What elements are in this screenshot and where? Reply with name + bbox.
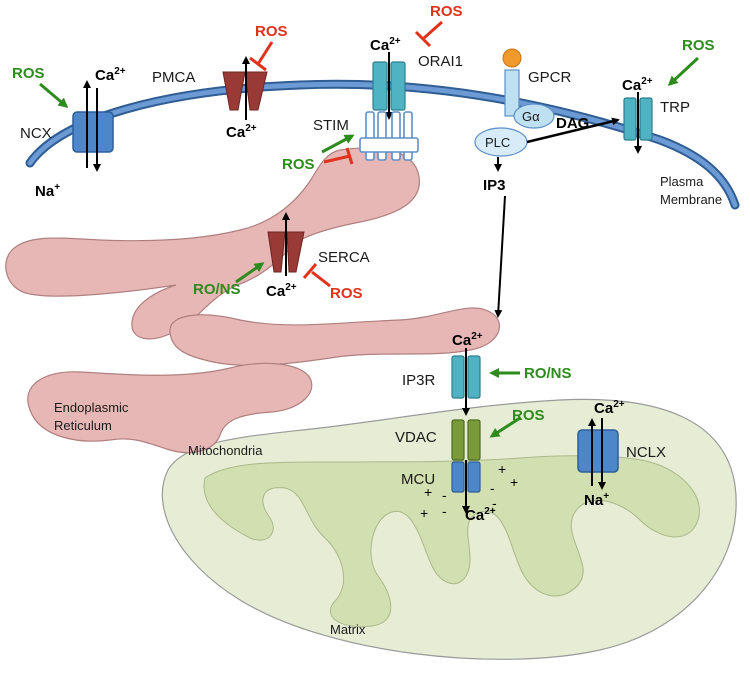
endoplasmic-reticulum [5,147,501,454]
pmca-pump [222,56,268,120]
nclx-na-ion: Na+ [584,491,609,509]
mcu-label: MCU [401,471,435,488]
membrane-charges: + + - - + + - - [420,461,518,521]
trp-channel [623,92,653,154]
er-label-line1: Endoplasmic [54,400,129,415]
rons-serca-activation-arrow [235,262,265,284]
orai1-channel [372,52,406,120]
svg-text:-: - [492,495,497,511]
nclx-exchanger [577,418,619,490]
ip3-to-ip3r-arrow [494,195,506,318]
er-lower-lobe [27,362,313,454]
svg-text:PLC: PLC [485,135,510,150]
stim-label: STIM [313,117,349,134]
nclx-label: NCLX [626,444,666,461]
plasma-membrane-label-line1: Plasma [660,174,704,189]
ncx-ca-ion: Ca2+ [95,66,126,84]
mcu-ca-ion: Ca2+ [465,506,496,524]
svg-text:-: - [442,503,447,519]
stim-protein [359,111,419,161]
ip3r-ca-ion: Ca2+ [452,331,483,349]
trp-label: TRP [660,99,690,116]
ncx-exchanger [72,80,114,172]
ros-orai1-label: ROS [430,3,463,20]
mitochondria-label: Mitochondria [188,443,263,458]
svg-text:Gα: Gα [522,109,540,124]
mcu-channel [451,460,481,514]
ros-vdac-label: ROS [512,407,545,424]
ros-trp-activation-arrow [667,56,700,87]
ros-stim-activation-arrow [321,134,355,154]
vdac-label: VDAC [395,429,437,446]
ros-stim-inhibition [323,147,354,165]
svg-text:+: + [420,505,428,521]
mitochondria-cristae [203,455,700,628]
ip3r-channel [451,348,481,416]
orai1-label: ORAI1 [418,53,463,70]
er-label-line2: Reticulum [54,418,112,433]
ncx-na-ion: Na+ [35,182,60,200]
rons-ip3r-label: RO/NS [524,365,572,382]
g-alpha-subunit: Gα [513,103,555,129]
ros-orai1-inhibition [414,20,443,48]
serca-ca-ion: Ca2+ [266,282,297,300]
ros-trp-label: ROS [682,37,715,54]
rons-serca-label: RO/NS [193,281,241,298]
svg-text:-: - [490,480,495,496]
matrix-label: Matrix [330,622,366,637]
svg-text:-: - [442,487,447,503]
ros-stim-label: ROS [282,156,315,173]
ros-vdac-activation-arrow [489,416,521,438]
plasma-membrane-label-line2: Membrane [660,192,722,207]
nclx-ca-ion: Ca2+ [594,399,625,417]
ip3r-label: IP3R [402,372,436,389]
svg-text:+: + [510,474,518,490]
serca-pump [267,212,305,276]
gpcr-receptor [502,48,522,117]
ros-serca-inhibition [302,263,331,288]
ros-pmca-label: ROS [255,23,288,40]
dag-label: DAG [556,115,589,132]
ros-ncx-activation-arrow [39,82,69,108]
svg-text:+: + [424,484,432,500]
ncx-label: NCX [20,125,52,142]
pmca-label: PMCA [152,69,195,86]
mitochondrion [161,398,737,660]
plc-enzyme: PLC [474,127,528,157]
er-upper-lobe [5,147,420,340]
ros-serca-label: ROS [330,285,363,302]
orai1-ca-ion: Ca2+ [370,36,401,54]
serca-label: SERCA [318,249,370,266]
ros-pmca-inhibition [249,41,274,72]
ros-ncx-label: ROS [12,65,45,82]
svg-text:+: + [498,461,506,477]
er-middle-lobe [169,307,501,366]
vdac-channel [451,419,481,461]
plc-to-trp-arrow [526,117,620,144]
trp-ca-ion: Ca2+ [622,76,653,94]
gpcr-label: GPCR [528,69,572,86]
pmca-ca-ion: Ca2+ [226,123,257,141]
ip3-label: IP3 [483,177,506,194]
